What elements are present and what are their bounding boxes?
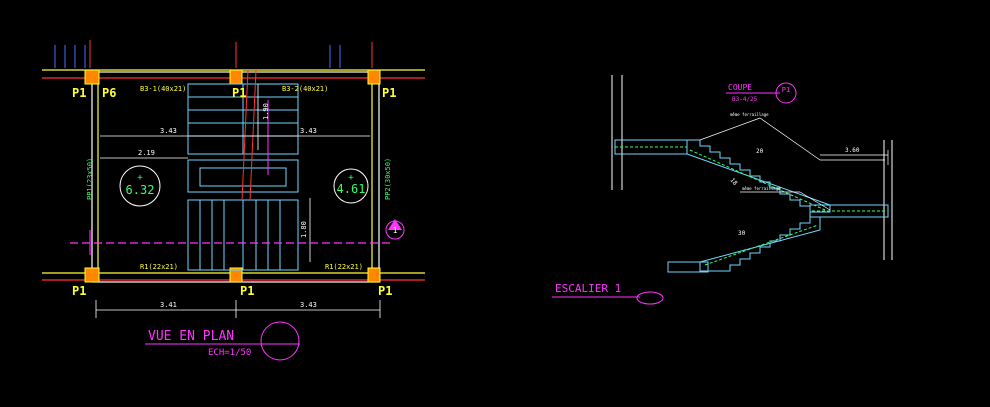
coupe-sub: B3-4/25	[732, 96, 758, 103]
rebar-note: même ferraillage	[730, 112, 769, 117]
plan-break-lines	[241, 69, 257, 201]
pillar-label: P1	[232, 86, 246, 100]
upper-flight-rebar	[689, 149, 826, 211]
plan-title-circle	[260, 321, 300, 361]
section-title-block: ESCALIER 1	[552, 282, 664, 305]
rebar-note: même ferraillage	[742, 186, 781, 191]
beam-label: R1(22x21)	[325, 263, 363, 271]
dim-text: 2.19	[138, 149, 155, 157]
plan-title: VUE EN PLAN	[148, 329, 234, 344]
pillar-label: P1	[382, 86, 396, 100]
plan-title-block: VUE EN PLAN ECH=1/50	[145, 321, 300, 361]
level-right-value: 4.61	[337, 182, 366, 196]
plan-pillars	[84, 69, 381, 283]
plan-dim-lines	[95, 84, 381, 318]
dim-text: 1.90	[262, 103, 270, 120]
beam-label: B3-2(40x21)	[282, 85, 328, 93]
bottom-landing	[667, 261, 709, 273]
dim-text: 20	[756, 148, 764, 155]
beam-label: R1(22x21)	[140, 263, 178, 271]
dim-text: 3.43	[300, 301, 317, 309]
plan-scale: ECH=1/50	[208, 348, 251, 358]
pillar-label: P1	[72, 86, 86, 100]
beam-label: PP1(23x50)	[86, 158, 94, 200]
coupe-label: COUPE	[728, 83, 752, 92]
pillar-label: P6	[102, 86, 116, 100]
mid-landing	[809, 204, 889, 218]
section-mark: 1	[385, 219, 405, 240]
dim-text: 3.41	[160, 301, 177, 309]
beam-labels: B3-1(40x21) B3-2(40x21) R1(22x21) R1(22x…	[86, 85, 392, 271]
pillar-labels: P1 P6 P1 P1 P1 P1 P1	[72, 86, 396, 298]
coupe-label-block: COUPE B3-4/25 P1	[726, 82, 797, 104]
lower-flight-rebar	[704, 224, 819, 266]
coupe-circle	[775, 82, 797, 104]
section-view: COUPE B3-4/25 P1 3.60 20 18 30 même ferr…	[552, 75, 893, 305]
section-leaders	[699, 117, 889, 211]
plan-top-ticks	[54, 45, 341, 68]
level-left: + 6.32	[119, 165, 161, 207]
dim-text: 1.80	[300, 221, 308, 238]
plan-walls	[42, 69, 425, 283]
plan-view: 1 + 6.32 + 4.61 P1 P6 P1 P1 P1 P1 P1 B3-…	[42, 40, 425, 361]
lower-flight	[699, 216, 821, 272]
section-notes: même ferraillage même ferraillage	[730, 112, 781, 191]
section-mark-label: 1	[393, 226, 398, 235]
level-left-plus: +	[137, 173, 143, 183]
level-left-value: 6.32	[126, 183, 155, 197]
dim-text: 3.43	[300, 127, 317, 135]
dim-text: 3.60	[845, 147, 860, 154]
plan-dims: 3.43 3.43 2.19 1.90 1.80 3.41 3.43	[138, 103, 317, 309]
pillar-label: P1	[378, 284, 392, 298]
pillar-label: P1	[240, 284, 254, 298]
level-right-plus: +	[348, 173, 354, 183]
section-title: ESCALIER 1	[555, 282, 621, 295]
beam-label: B3-1(40x21)	[140, 85, 186, 93]
beam-label: PP2(30x50)	[384, 158, 392, 200]
dim-text: 3.43	[160, 127, 177, 135]
coupe-ref: P1	[782, 86, 790, 94]
level-right: + 4.61	[333, 168, 369, 204]
dim-text: 18	[728, 177, 738, 187]
section-dims: 3.60 20 18 30	[728, 147, 859, 237]
pillar-label: P1	[72, 284, 86, 298]
section-left-wall	[611, 75, 623, 190]
dim-text: 30	[738, 230, 746, 237]
section-title-mark	[636, 291, 664, 305]
